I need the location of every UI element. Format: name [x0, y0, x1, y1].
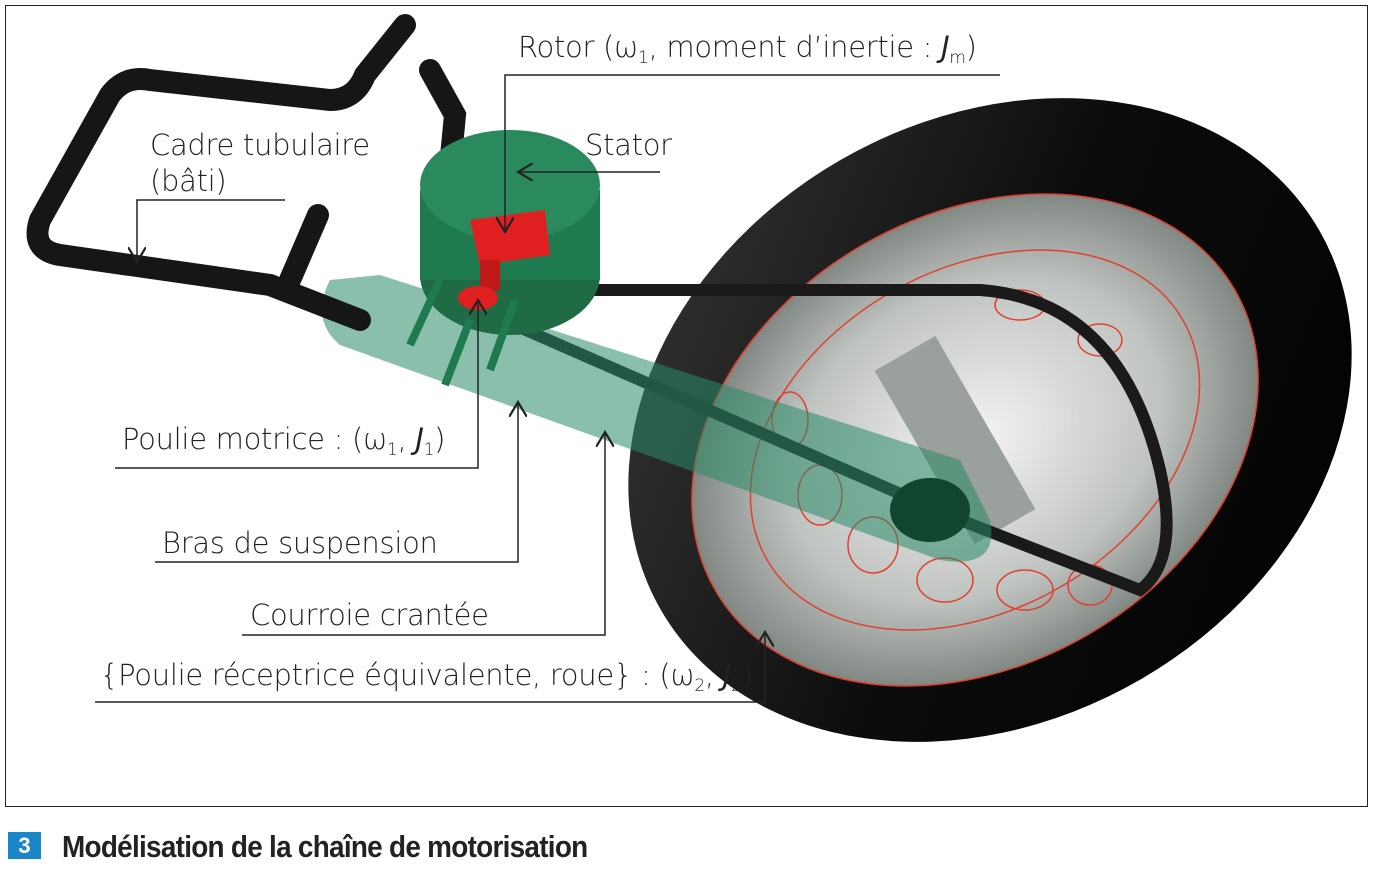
label-courroie: Courroie crantée	[250, 598, 489, 632]
label-rotor: Rotor (ω1, moment d’inertie : Jm)	[518, 30, 977, 68]
tubular-frame	[26, 14, 416, 331]
figure-number-badge: 3	[8, 832, 41, 859]
figure-caption: Modélisation de la chaîne de motorisatio…	[62, 829, 588, 864]
label-poulie-motrice: Poulie motrice : (ω1, J1)	[122, 422, 446, 460]
belt	[460, 284, 1173, 597]
suspension-arm	[322, 275, 992, 562]
leader-lines	[95, 74, 1000, 703]
wheel-hub	[890, 478, 970, 542]
label-cadre-line2: (bâti)	[150, 164, 227, 198]
figure-frame	[5, 5, 1368, 807]
motor	[406, 130, 600, 387]
rotor	[470, 210, 550, 265]
label-bras-suspension: Bras de suspension	[162, 526, 438, 560]
wheel	[628, 98, 1352, 742]
label-cadre-line1: Cadre tubulaire	[150, 128, 370, 162]
label-poulie-receptrice: {Poulie réceptrice équivalente, roue} : …	[100, 658, 753, 696]
label-stator: Stator	[585, 128, 672, 162]
